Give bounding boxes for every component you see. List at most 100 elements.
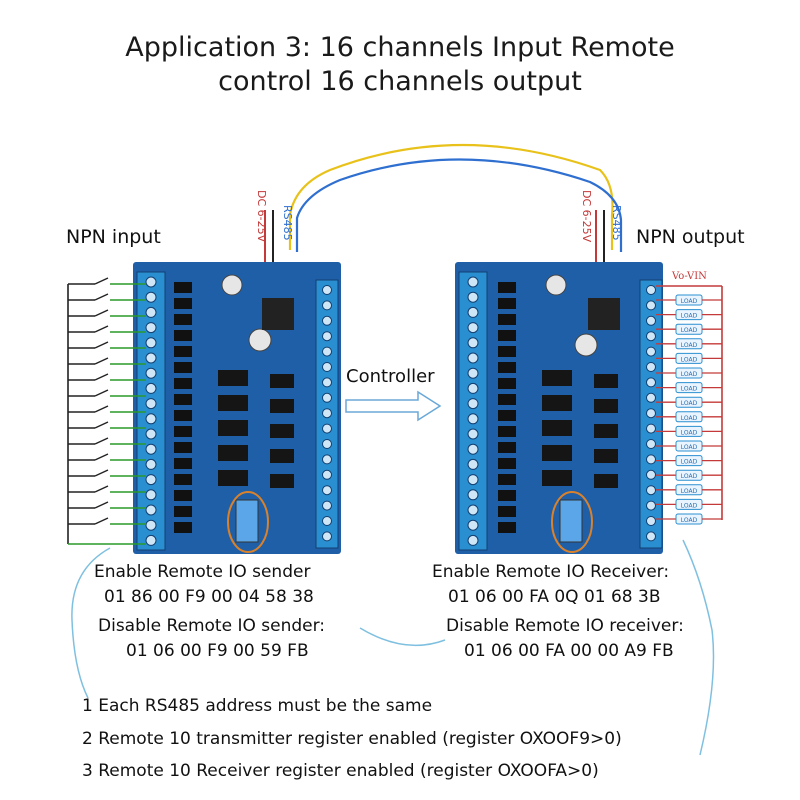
load-label: LOAD	[681, 342, 698, 349]
optocoupler	[174, 426, 192, 437]
npn-input-label: NPN input	[66, 226, 161, 248]
screw-terminal	[646, 300, 656, 311]
screw-terminal	[467, 306, 479, 318]
ic-chip	[542, 470, 572, 486]
screw-terminal	[322, 331, 332, 342]
screw-terminal	[322, 300, 332, 311]
optocoupler	[498, 522, 516, 533]
screw-terminal	[646, 439, 656, 449]
ic-chip	[218, 395, 248, 411]
screw-terminal	[322, 531, 332, 542]
ic-chip	[218, 420, 248, 436]
optocoupler	[498, 298, 516, 309]
screw-terminal	[467, 428, 479, 440]
load-label: LOAD	[681, 473, 698, 480]
rs485-cable	[288, 143, 623, 252]
screw-terminal	[467, 382, 479, 394]
optocoupler	[498, 314, 516, 325]
right-rs485-label: RS485	[610, 205, 623, 241]
optocoupler	[174, 346, 192, 357]
screw-terminal	[646, 346, 656, 357]
ic-chip	[270, 374, 294, 388]
load-label: LOAD	[681, 327, 698, 334]
screw-terminal	[145, 291, 157, 303]
optocoupler	[498, 346, 516, 357]
left-board	[133, 262, 341, 554]
switch-contact	[94, 341, 109, 349]
switch-contact	[94, 293, 109, 301]
note-3: 3 Remote 10 Receiver register enabled (r…	[82, 761, 599, 781]
screw-terminal	[145, 519, 157, 531]
switch-contact	[94, 373, 109, 381]
ic-chip	[542, 395, 572, 411]
switch-contact	[94, 517, 109, 525]
note-2: 2 Remote 10 transmitter register enabled…	[82, 728, 622, 749]
switch-contact	[94, 405, 109, 413]
screw-terminal	[467, 504, 479, 516]
screw-terminal	[646, 362, 656, 372]
title-line-2: control 16 channels output	[218, 66, 582, 97]
screw-terminal	[145, 276, 157, 288]
ic-chip	[270, 399, 294, 413]
load-label: LOAD	[681, 313, 698, 320]
screw-terminal	[322, 423, 332, 434]
screw-terminal	[467, 367, 479, 379]
receiver-enable-code: 01 06 00 FA 0Q 01 68 3B	[448, 587, 661, 607]
switch-contact	[94, 485, 109, 493]
ic-chip	[594, 449, 618, 463]
screw-terminal	[646, 377, 656, 388]
screw-terminal	[322, 285, 332, 295]
annotation-links	[71, 539, 715, 756]
power-leads-left	[264, 210, 274, 268]
switch-contact	[94, 389, 109, 397]
screw-terminal	[467, 352, 479, 364]
ic-chip	[270, 474, 294, 488]
switch-contact	[94, 469, 109, 477]
screw-terminal	[145, 352, 157, 364]
receiver-disable-title: Disable Remote IO receiver:	[446, 616, 684, 636]
screw-terminal	[467, 519, 479, 531]
optocoupler	[174, 298, 192, 309]
optocoupler	[498, 394, 516, 405]
screw-terminal	[322, 439, 332, 449]
screw-terminal	[646, 500, 656, 511]
switch-contact	[94, 501, 109, 509]
ic-chip	[594, 374, 618, 388]
screw-terminal	[145, 443, 157, 455]
ic-chip	[270, 424, 294, 438]
ic-chip	[594, 399, 618, 413]
optocoupler	[174, 474, 192, 485]
switch-contact	[94, 325, 109, 333]
screw-terminal	[646, 485, 656, 496]
screw-terminal	[646, 392, 656, 403]
load-label: LOAD	[681, 415, 698, 422]
screw-terminal	[467, 276, 479, 288]
load-label: LOAD	[681, 502, 698, 509]
optocoupler	[174, 362, 192, 373]
ic-chip	[218, 470, 248, 486]
screw-terminal	[467, 474, 479, 486]
screw-terminal	[467, 322, 479, 334]
screw-terminal	[322, 469, 332, 480]
screw-terminal	[145, 474, 157, 486]
optocoupler	[174, 442, 192, 453]
switch-contact	[94, 277, 109, 285]
optocoupler	[174, 506, 192, 517]
npn-output-label: NPN output	[636, 226, 745, 248]
optocoupler	[174, 314, 192, 325]
sender-enable-title: Enable Remote IO sender	[94, 562, 311, 582]
screw-terminal	[467, 443, 479, 455]
right-board	[455, 262, 663, 554]
screw-terminal	[145, 413, 157, 425]
optocoupler	[498, 410, 516, 421]
screw-terminal	[322, 516, 332, 526]
screw-terminal	[322, 454, 332, 465]
screw-terminal	[467, 398, 479, 410]
screw-terminal	[646, 516, 656, 526]
ic-chip	[594, 474, 618, 488]
npn-input-switches	[67, 277, 146, 545]
notes-list: 1 Each RS485 address must be the same 2 …	[82, 690, 622, 788]
ic-chip	[218, 370, 248, 386]
optocoupler	[498, 330, 516, 341]
screw-terminal	[145, 489, 157, 501]
